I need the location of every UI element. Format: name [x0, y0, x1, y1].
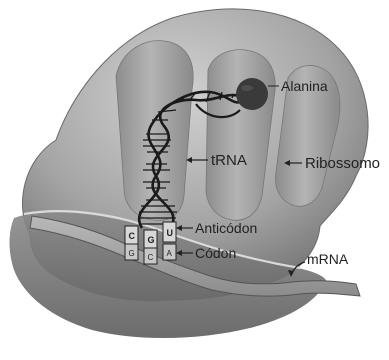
alanina-amino-acid: [236, 78, 268, 110]
anticodon-letter-3: U: [167, 228, 174, 238]
alanina-highlight: [241, 85, 253, 91]
label-ribossomo: Ribossomo: [305, 155, 380, 172]
codon-letter-2: C: [148, 253, 154, 262]
label-anticodon: Anticódon: [195, 220, 257, 236]
label-trna: tRNA: [211, 152, 247, 169]
anticodon-letter-1: C: [129, 231, 136, 241]
codon-letter-3: A: [167, 249, 173, 258]
label-alanina: Alanina: [281, 78, 328, 94]
label-codon: Códon: [195, 245, 236, 261]
codon-letter-1: G: [129, 249, 135, 258]
anticodon-letter-2: G: [148, 235, 155, 245]
label-mrna: mRNA: [307, 251, 349, 267]
